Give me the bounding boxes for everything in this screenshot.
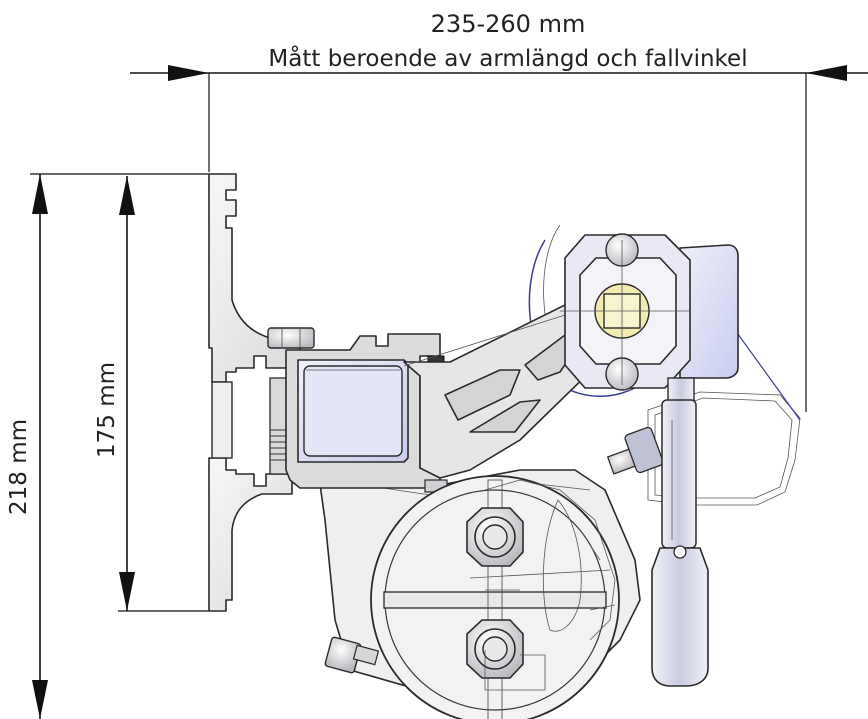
arm-bracket-cutout-1	[444, 369, 521, 421]
total-height-arrow-bottom	[32, 680, 48, 719]
width-arrow-left	[168, 65, 209, 81]
side-adjust-bolt	[606, 426, 664, 475]
wall-profile	[208, 173, 301, 383]
top-clamp-bolt	[267, 327, 315, 349]
total-height-dimension-line	[30, 173, 209, 719]
bottom-angled-bolt	[324, 636, 380, 674]
inner-height-arrow-bottom	[119, 572, 135, 611]
width-dimension-note: Mått beroende av armlängd och fallvinkel	[268, 44, 747, 72]
inner-height-dimension-line	[118, 176, 209, 612]
arm-bracket-cutout-3	[469, 399, 541, 433]
width-arrow-right	[806, 65, 847, 81]
upper-hex-nut	[466, 507, 524, 567]
wall-profile-web	[211, 381, 233, 459]
total-height-arrow-top	[32, 174, 48, 214]
total-height-label: 218 mm	[6, 419, 32, 515]
width-dimension-line	[130, 65, 868, 412]
folding-arm	[651, 377, 709, 687]
construction-sketch-lines	[469, 479, 616, 691]
arm-pivot-point	[673, 545, 687, 559]
inner-height-label: 175 mm	[94, 362, 120, 458]
width-dimension-value: 235-260 mm	[431, 10, 586, 38]
shoulder-joint-housing	[560, 233, 739, 391]
wall-profile-lower	[208, 457, 293, 612]
lower-bearing-disc	[370, 475, 620, 719]
lower-hex-nut	[466, 619, 524, 679]
inner-height-arrow-top	[119, 176, 135, 215]
